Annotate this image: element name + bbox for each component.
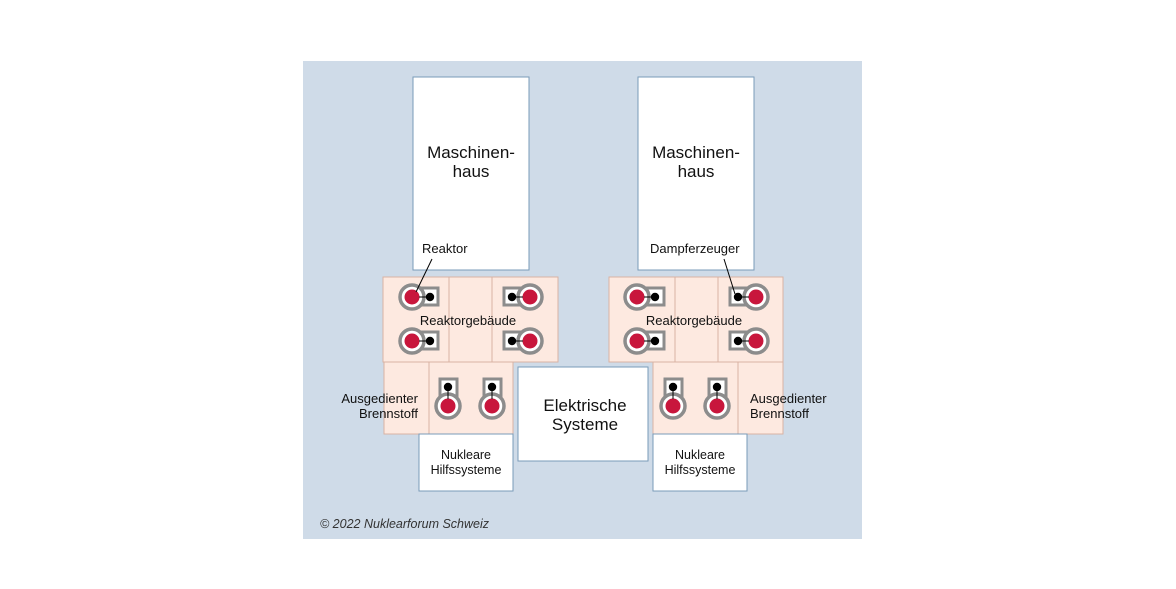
steam-generator-callout-line	[723, 258, 736, 295]
svg-text:Hilfssysteme: Hilfssysteme	[665, 463, 736, 477]
svg-text:Ausgedienter: Ausgedienter	[750, 391, 827, 406]
svg-text:Hilfssysteme: Hilfssysteme	[431, 463, 502, 477]
svg-text:Nukleare: Nukleare	[441, 448, 491, 462]
reactor-unit-left-3	[398, 327, 440, 355]
reactor-unit-right-6	[703, 377, 731, 420]
reactor-unit-right-5	[659, 377, 687, 420]
reactor-unit-left-6	[478, 377, 506, 420]
turbine-hall-left-line2: haus	[453, 162, 490, 181]
svg-text:Ausgedienter: Ausgedienter	[341, 391, 418, 406]
svg-text:Maschinen-: Maschinen-	[427, 143, 515, 162]
reactor-unit-left-1	[398, 283, 440, 311]
turbine-hall-right: Maschinen- haus	[637, 76, 755, 271]
reactor-unit-left-2	[502, 283, 544, 311]
svg-text:haus: haus	[453, 162, 490, 181]
spent-fuel-left-label: Ausgedienter Brennstoff	[341, 391, 418, 421]
reactor-unit-right-4	[728, 327, 770, 355]
reactor-unit-right-3	[623, 327, 666, 355]
reactor-unit-left-4	[502, 327, 544, 355]
reactor-building-left-label: Reaktorgebäude	[420, 313, 516, 328]
svg-text:Systeme: Systeme	[552, 415, 618, 434]
reactor-unit-right-1	[623, 283, 666, 311]
svg-text:Maschinen-: Maschinen-	[652, 143, 740, 162]
reactor-callout-label: Reaktor	[422, 241, 468, 256]
svg-text:Nukleare: Nukleare	[675, 448, 725, 462]
turbine-hall-left: Maschinen- haus	[412, 76, 530, 271]
reactor-unit-left-5	[434, 377, 462, 420]
turbine-hall-right-line2: haus	[678, 162, 715, 181]
svg-text:Brennstoff: Brennstoff	[750, 406, 809, 421]
nuclear-aux-right-building: Nukleare Hilfssysteme	[652, 433, 748, 492]
reactor-building-right-label: Reaktorgebäude	[646, 313, 742, 328]
svg-text:Brennstoff: Brennstoff	[359, 406, 418, 421]
turbine-hall-left-line1: Maschinen-	[427, 143, 515, 162]
steam-generator-callout-label: Dampferzeuger	[650, 241, 740, 256]
nuclear-aux-left-building: Nukleare Hilfssysteme	[418, 433, 514, 492]
reactor-unit-right-2	[728, 283, 770, 311]
turbine-hall-right-line1: Maschinen-	[652, 143, 740, 162]
spent-fuel-right-label: Ausgedienter Brennstoff	[750, 391, 827, 421]
svg-text:haus: haus	[678, 162, 715, 181]
electrical-systems-building: Elektrische Systeme	[517, 366, 649, 462]
copyright-credit: © 2022 Nuklearforum Schweiz	[320, 517, 490, 531]
reactor-callout-line	[415, 258, 433, 293]
svg-text:Elektrische: Elektrische	[543, 396, 626, 415]
